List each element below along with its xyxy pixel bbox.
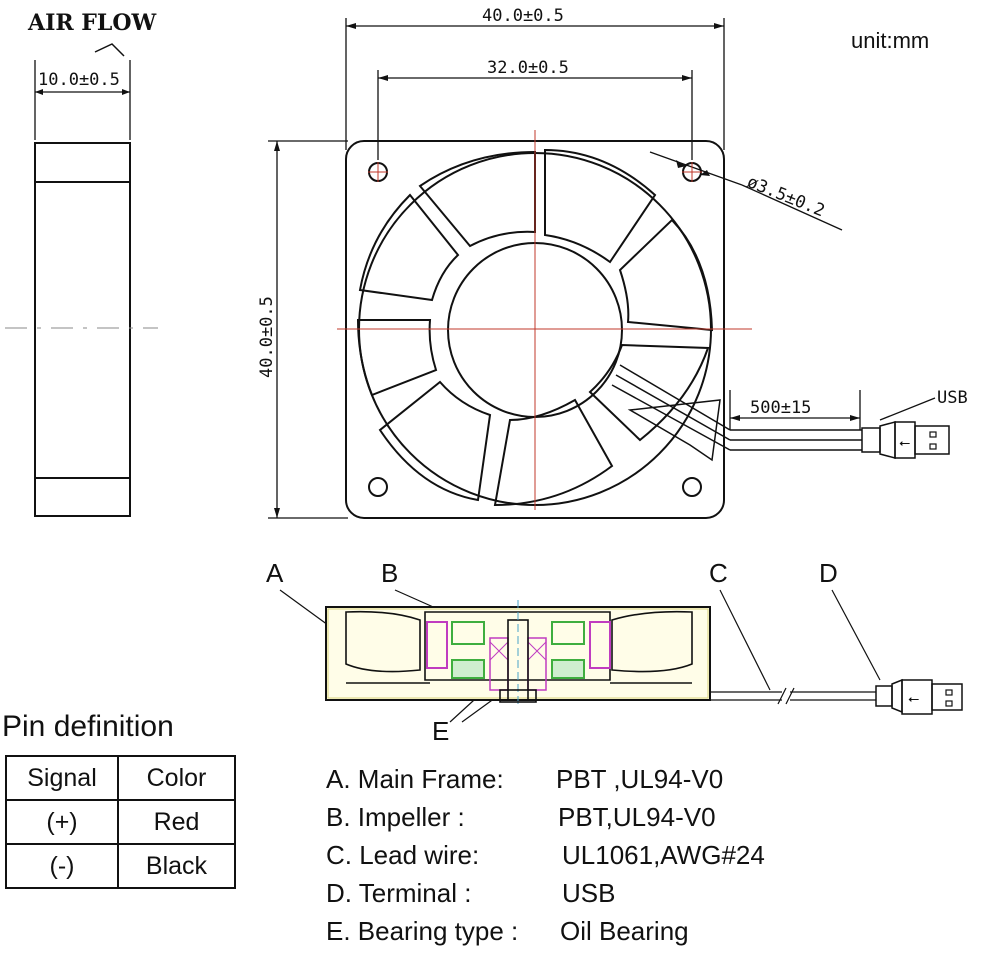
- signal-cell: (-): [5, 843, 119, 889]
- hole-diameter-dimension: ø3.5±0.2: [744, 172, 827, 221]
- usb-symbol-icon: ⭠: [899, 434, 910, 450]
- header-color: Color: [117, 755, 236, 801]
- table-row: (+) Red: [5, 799, 236, 845]
- usb-label: USB: [937, 388, 968, 408]
- spec-key: B. Impeller :: [326, 802, 465, 832]
- color-cell: Red: [117, 799, 236, 845]
- spec-value: UL1061,AWG#24: [562, 840, 765, 870]
- side-view: AIR FLOW 10.0±0.5: [5, 10, 158, 517]
- header-signal: Signal: [5, 755, 119, 801]
- callout-b: B: [381, 558, 398, 588]
- spec-value: USB: [562, 878, 616, 908]
- callout-d: D: [819, 558, 838, 588]
- air-flow-label: AIR FLOW: [27, 10, 157, 36]
- spec-key: C. Lead wire:: [326, 840, 480, 870]
- height-dimension: 40.0±0.5: [257, 296, 277, 378]
- spec-value: PBT ,UL94-V0: [556, 764, 724, 794]
- spec-key: E. Bearing type :: [326, 916, 519, 946]
- pin-definition-table: Signal Color (+) Red (-) Black: [5, 755, 236, 889]
- hole-spacing-dimension: 32.0±0.5: [487, 58, 569, 78]
- spec-key: D. Terminal :: [326, 878, 472, 908]
- front-view: 40.0±0.5 32.0±0.5 40.0±0.5: [257, 6, 968, 519]
- callout-c: C: [709, 558, 728, 588]
- spec-value: PBT,UL94-V0: [558, 802, 716, 832]
- spec-value: Oil Bearing: [560, 916, 689, 946]
- spec-key: A. Main Frame:: [326, 764, 504, 794]
- thickness-dimension: 10.0±0.5: [38, 70, 120, 90]
- callout-a: A: [266, 558, 284, 588]
- table-header-row: Signal Color: [5, 755, 236, 801]
- width-dimension: 40.0±0.5: [482, 6, 564, 26]
- cable-length-dimension: 500±15: [750, 398, 811, 418]
- callout-e: E: [432, 716, 449, 746]
- color-cell: Black: [117, 843, 236, 889]
- table-row: (-) Black: [5, 843, 236, 889]
- pin-definition-title: Pin definition: [2, 710, 174, 743]
- usb-symbol-icon-2: ⭠: [908, 690, 919, 706]
- unit-label: unit:mm: [851, 28, 930, 53]
- cross-section: A B C D E: [266, 558, 963, 746]
- signal-cell: (+): [5, 799, 119, 845]
